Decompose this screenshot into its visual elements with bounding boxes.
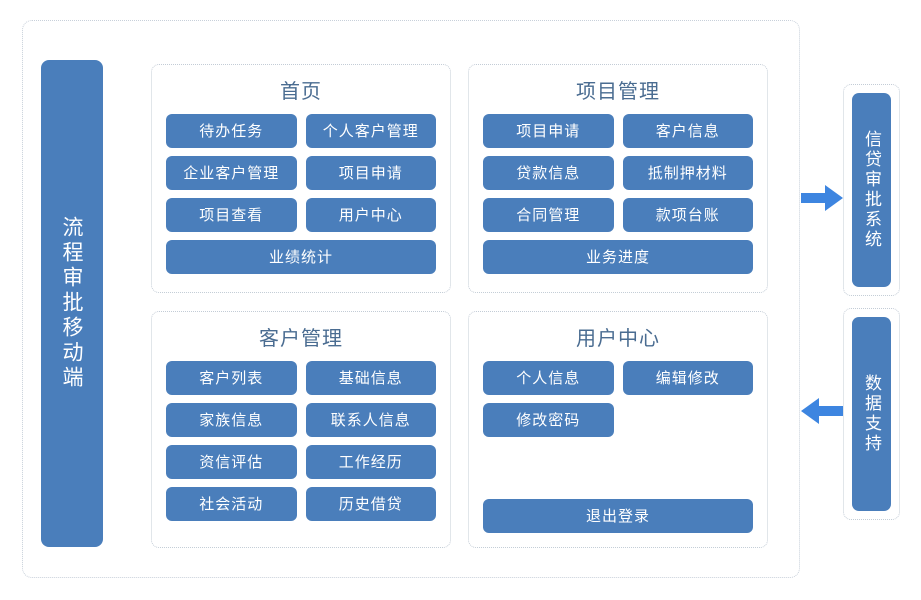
panel-home-button-grid: 待办任务 个人客户管理 企业客户管理 项目申请 项目查看 用户中心 业绩统计 [166,114,436,274]
button-user-0[interactable]: 个人信息 [483,361,614,395]
button-home-6[interactable]: 业绩统计 [166,240,436,274]
button-project-5[interactable]: 款项台账 [622,198,753,232]
button-logout[interactable]: 退出登录 [483,499,753,533]
button-home-3[interactable]: 项目申请 [305,156,436,190]
side-pillar-credit-approval-system[interactable]: 信贷审批系统 [852,93,891,287]
side-pillar-data-label: 数据支持 [861,374,881,454]
panel-customer-title: 客户管理 [259,326,343,350]
button-home-4[interactable]: 项目查看 [166,198,297,232]
mobile-app-frame [22,20,800,578]
button-project-1[interactable]: 客户信息 [622,114,753,148]
panel-home-title: 首页 [280,79,322,103]
button-customer-0[interactable]: 客户列表 [166,361,297,395]
button-project-3[interactable]: 抵制押材料 [622,156,753,190]
button-user-1[interactable]: 编辑修改 [622,361,753,395]
button-project-6[interactable]: 业务进度 [483,240,753,274]
side-box-data-support: 数据支持 [843,308,900,520]
button-home-0[interactable]: 待办任务 [166,114,297,148]
side-pillar-credit-label: 信贷审批系统 [861,130,881,250]
arrow-right-icon [801,185,843,211]
button-customer-1[interactable]: 基础信息 [305,361,436,395]
button-customer-5[interactable]: 工作经历 [305,445,436,479]
button-customer-2[interactable]: 家族信息 [166,403,297,437]
panel-project-management: 项目管理 项目申请 客户信息 贷款信息 抵制押材料 合同管理 款项台账 业务进度 [468,64,768,293]
panel-customer-button-grid: 客户列表 基础信息 家族信息 联系人信息 资信评估 工作经历 社会活动 历史借贷 [166,361,436,521]
panel-user-button-grid: 个人信息 编辑修改 修改密码 [483,361,753,437]
button-user-2[interactable]: 修改密码 [483,403,614,437]
panel-user-title: 用户中心 [576,326,660,350]
panel-user-center: 用户中心 个人信息 编辑修改 修改密码 退出登录 [468,311,768,548]
side-pillar-data-support[interactable]: 数据支持 [852,317,891,511]
side-box-credit-approval-system: 信贷审批系统 [843,84,900,296]
left-pillar-mobile-approval[interactable]: 流程审批移动端 [41,60,103,547]
button-home-1[interactable]: 个人客户管理 [305,114,436,148]
button-project-0[interactable]: 项目申请 [483,114,614,148]
button-home-2[interactable]: 企业客户管理 [166,156,297,190]
left-pillar-label: 流程审批移动端 [60,216,85,391]
button-customer-7[interactable]: 历史借贷 [305,487,436,521]
button-customer-6[interactable]: 社会活动 [166,487,297,521]
panel-project-button-grid: 项目申请 客户信息 贷款信息 抵制押材料 合同管理 款项台账 业务进度 [483,114,753,274]
button-home-5[interactable]: 用户中心 [305,198,436,232]
panel-home: 首页 待办任务 个人客户管理 企业客户管理 项目申请 项目查看 用户中心 业绩统… [151,64,451,293]
panel-project-title: 项目管理 [576,79,660,103]
arrow-left-icon [801,398,843,424]
button-project-2[interactable]: 贷款信息 [483,156,614,190]
button-customer-4[interactable]: 资信评估 [166,445,297,479]
button-customer-3[interactable]: 联系人信息 [305,403,436,437]
panel-customer-management: 客户管理 客户列表 基础信息 家族信息 联系人信息 资信评估 工作经历 社会活动… [151,311,451,548]
button-project-4[interactable]: 合同管理 [483,198,614,232]
